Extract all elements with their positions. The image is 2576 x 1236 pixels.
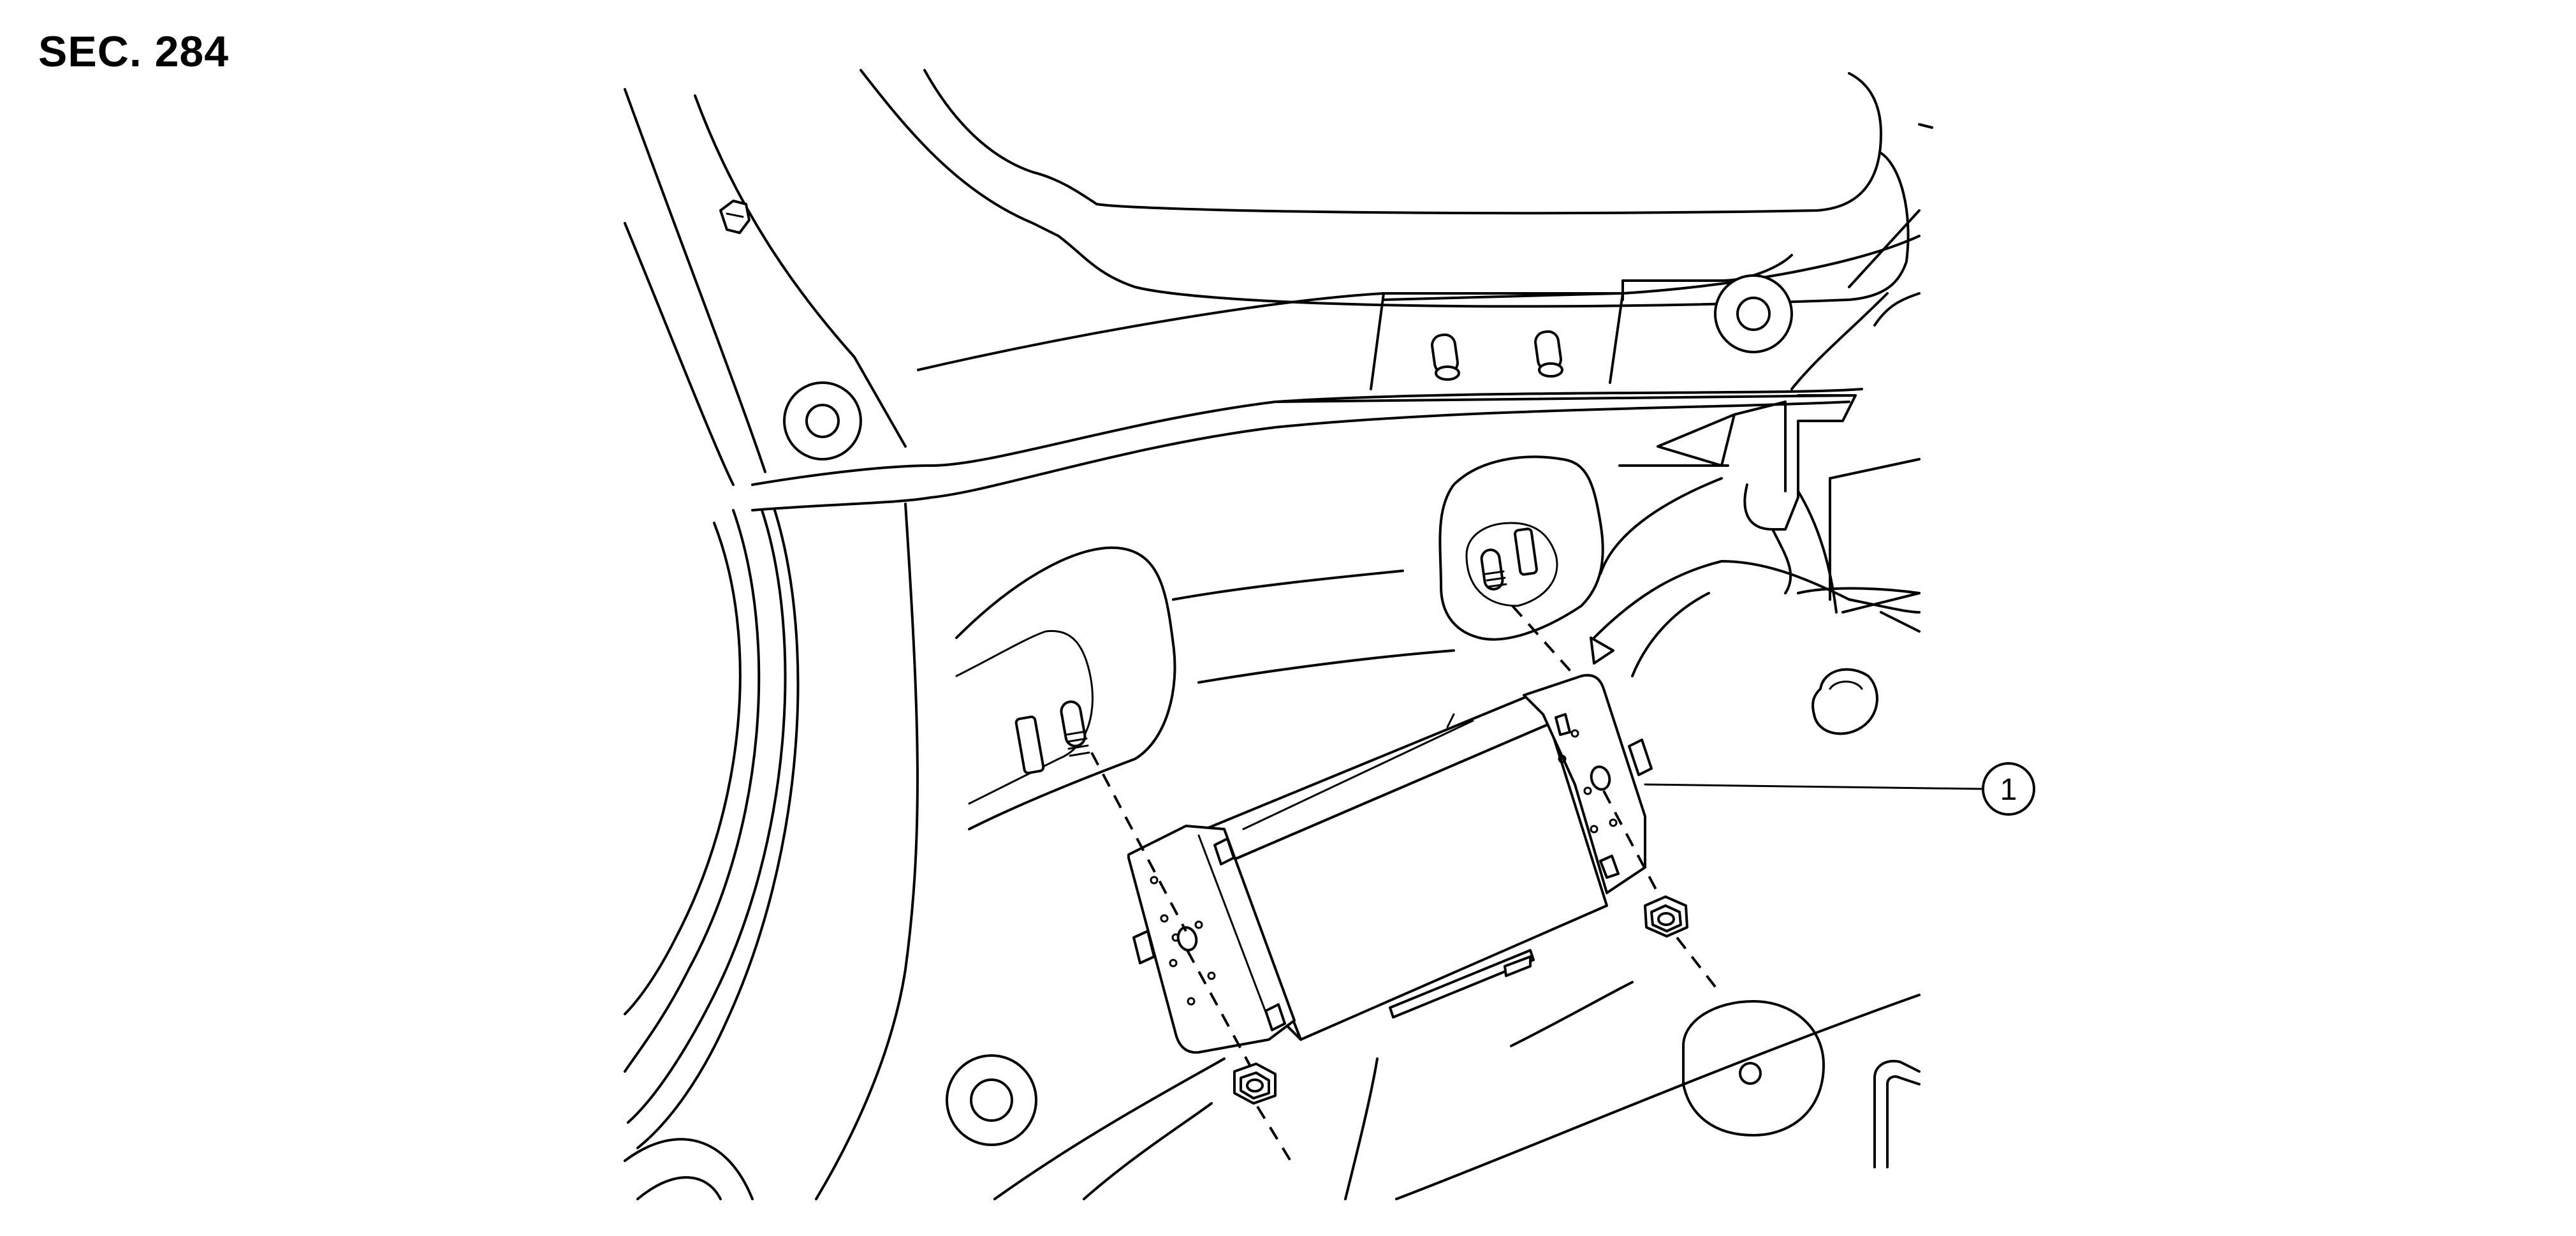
callout-1: 1 xyxy=(1644,762,2035,816)
callout-1-number: 1 xyxy=(2000,773,2017,807)
plug-right xyxy=(1811,668,1878,735)
cap-lower-right xyxy=(1682,1000,1825,1137)
control-unit xyxy=(1127,673,1653,1054)
nut-right xyxy=(1644,895,1688,938)
mount-bracket-left xyxy=(955,546,1176,830)
callout-1-circle xyxy=(1982,762,2035,816)
section-label: SEC. 284 xyxy=(38,27,230,76)
stud-upper-left xyxy=(1431,333,1460,381)
grommet-lower-left xyxy=(946,1054,1037,1146)
clip-top-left xyxy=(719,200,750,234)
grommet-upper-right xyxy=(1714,274,1793,353)
nut-lower xyxy=(1233,1063,1277,1105)
grommet-upper-left xyxy=(783,381,862,460)
stud-upper-right xyxy=(1534,330,1563,378)
body-panel xyxy=(624,69,1933,1200)
mount-bracket-right xyxy=(1438,455,1604,641)
guide-lines xyxy=(1090,605,1723,1168)
